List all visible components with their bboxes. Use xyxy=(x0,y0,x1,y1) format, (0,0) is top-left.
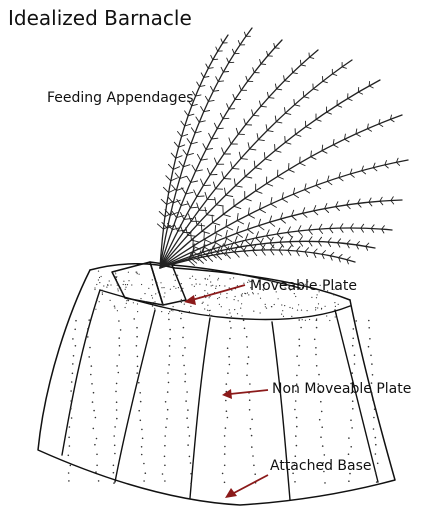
shell-top-rim xyxy=(89,263,351,301)
plate-seam xyxy=(114,309,156,483)
shell-outline xyxy=(37,269,396,506)
cirrus xyxy=(159,157,409,269)
arrow-attached-base xyxy=(225,474,269,498)
cirrus xyxy=(159,27,253,269)
cirrus xyxy=(156,34,229,269)
cirrus xyxy=(159,196,403,269)
cirrus xyxy=(159,49,319,269)
barnacle-shell xyxy=(37,261,396,506)
arrow-moveable-plate xyxy=(184,284,246,305)
cirrus xyxy=(159,236,376,269)
arrow-non-moveable-plate xyxy=(222,389,269,399)
cirrus xyxy=(159,79,381,269)
operculum-edge xyxy=(171,264,301,289)
label-attached-base: Attached Base xyxy=(270,458,372,474)
label-moveable-plate: Moveable Plate xyxy=(250,278,357,294)
plate-seam xyxy=(189,317,211,499)
label-feeding-appendages: Feeding Appendages xyxy=(47,90,194,106)
diagram-title: Idealized Barnacle xyxy=(8,6,192,30)
feeding-appendages xyxy=(156,27,409,269)
plate-seam xyxy=(271,321,291,501)
rim-front-edge xyxy=(99,289,351,321)
cirrus xyxy=(159,244,356,269)
cirrus xyxy=(159,59,353,269)
moveable-plate-left xyxy=(111,261,164,306)
cirrus xyxy=(159,114,403,269)
label-non-moveable-plate: Non Moveable Plate xyxy=(272,381,411,397)
cirrus xyxy=(159,39,283,269)
plate-seam xyxy=(334,309,379,483)
stipple-shading xyxy=(67,270,379,485)
plate-seam xyxy=(61,289,101,456)
